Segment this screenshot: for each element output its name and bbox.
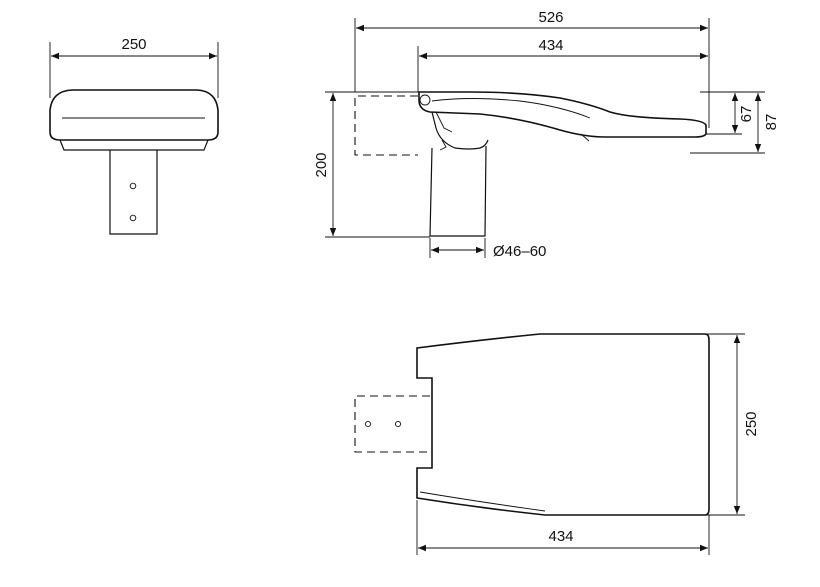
front-view: 250	[49, 36, 219, 235]
side-mount-height-label: 200	[313, 152, 330, 177]
side-neck-detail	[439, 139, 447, 151]
top-width-label: 250	[743, 411, 760, 436]
side-height-87-label: 87	[763, 114, 780, 131]
front-pole	[109, 150, 158, 235]
side-bottom-tab	[580, 133, 590, 142]
side-neck-contour	[431, 111, 489, 150]
top-view: 250 434	[354, 333, 760, 555]
side-view: 526 434 200 67 87 Ø46–60	[313, 9, 780, 260]
front-width-label: 250	[121, 36, 146, 53]
front-pole-bolt-lower	[129, 214, 137, 222]
side-neck-inner-line	[435, 111, 453, 133]
side-hinge-circle	[419, 94, 431, 106]
side-luminaire-body	[418, 91, 707, 138]
side-pole	[429, 145, 487, 237]
top-bracket-bolt-right	[394, 420, 402, 428]
top-bracket-bolt-left	[364, 420, 372, 428]
top-bracket-dashed-outline	[354, 395, 430, 453]
top-luminaire-outline	[416, 333, 710, 516]
front-head-lower-lip	[59, 139, 209, 151]
top-length-label: 434	[548, 528, 573, 545]
side-body-top-contour	[431, 98, 591, 119]
front-head-housing	[49, 89, 219, 141]
side-body-length-label: 434	[538, 37, 563, 54]
top-lower-edge-line	[419, 491, 546, 512]
side-total-length-label: 526	[538, 9, 563, 26]
side-height-67-label: 67	[738, 106, 755, 123]
front-pole-bolt-upper	[129, 182, 137, 190]
side-entry-dashed-outline	[354, 95, 418, 156]
spigot-diameter-label: Ø46–60	[493, 243, 546, 260]
